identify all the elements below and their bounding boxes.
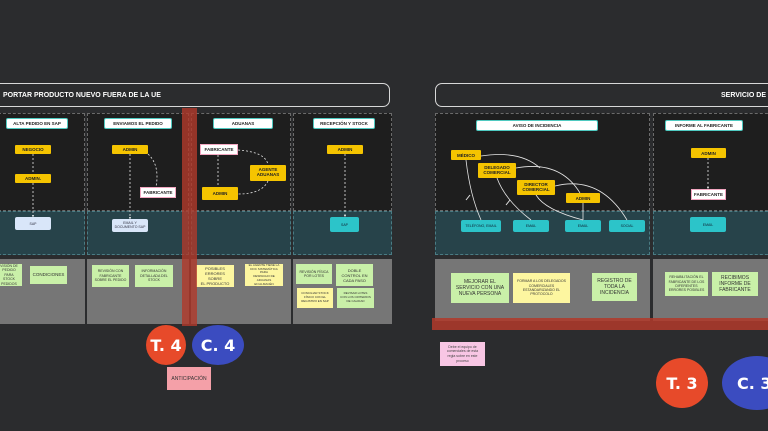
- link-medico-tel: [465, 159, 482, 221]
- system-email-r1: EMAIL: [513, 220, 549, 232]
- system-telefono-email: TELÉFONO, EMAIL: [461, 220, 501, 232]
- lane-title-informe: INFORME AL FABRICANTE: [665, 120, 743, 131]
- link-admin-fabricante: [147, 153, 158, 188]
- note-doble-control: DOBLE CONTROL EN CADA PASO: [336, 264, 373, 286]
- node-fabricante-2: FABRICANTE: [140, 187, 176, 198]
- right-section-title: SERVICIO DE: [435, 83, 768, 107]
- note-revision-fisica: REVISIÓN FÍSICA POR LOTES: [296, 264, 332, 284]
- left-section-title: PORTAR PRODUCTO NUEVO FUERA DE LA UE: [0, 83, 390, 107]
- note-vision-pedido: VISIÓN DE PEDIDO PARA STOCK PEDIDOS: [0, 264, 22, 286]
- node-admin-r2: ADMIN: [691, 148, 726, 158]
- highlight-horizontal-bar: [432, 318, 768, 330]
- lane-title-aduanas: ADUANAS: [213, 118, 273, 129]
- note-registro-incidencia: REGISTRO DE TODA LA INCIDENCIA: [592, 273, 637, 301]
- node-admin-r1: ADMIN: [566, 193, 600, 203]
- system-band-left-4: [293, 211, 392, 255]
- note-condiciones: CONDICIONES: [30, 266, 67, 284]
- edit-mark-1: [465, 194, 471, 201]
- badge-t-right: T. 3: [656, 358, 708, 408]
- system-email-r3: EMAIL: [690, 217, 726, 232]
- note-conciliar-stock: CONCILIAR STOCK FÍSICO CON EL REGISTRO E…: [297, 288, 333, 308]
- badge-c-left: C. 4: [192, 325, 244, 365]
- note-formar-delegados: FORMAR A LOS DELEGADOS COMERCIALES ESTAN…: [513, 273, 570, 303]
- lane-title-enviamos-pedido: ENVIAMOS EL PEDIDO: [104, 118, 172, 129]
- node-medico: MÉDICO: [451, 150, 481, 160]
- link-director-email: [535, 194, 584, 221]
- node-negocio: NEGOCIO: [15, 145, 51, 154]
- note-pink-comerciales: Debe el equipo de comerciales de esta re…: [440, 342, 485, 366]
- system-sap-4: SAP: [330, 217, 359, 232]
- link-delegado-email: [496, 177, 532, 221]
- highlight-vertical-bar: [182, 108, 197, 326]
- note-revisar-lotes: REVISAR LOTES CON LOS CRITERIOS DE CALID…: [337, 288, 374, 308]
- note-mejorar-servicio: MEJORAR EL SERVICIO CON UNA NUEVA PERSON…: [451, 273, 509, 303]
- node-admin-1: ADMIN.: [15, 174, 51, 183]
- lane-alta-pedido: [0, 113, 85, 211]
- edit-mark-2: [505, 199, 511, 206]
- badge-c-right-clip: C. 3: [722, 356, 768, 410]
- system-social: SOCIAL: [609, 220, 645, 232]
- note-rehabilitacion: REHABILITACIÓN EL FABRICANTE DE LOS DIFE…: [665, 272, 708, 296]
- link-director-social: [554, 183, 628, 221]
- lane-title-alta-pedido: ALTA PEDIDO EN SAP: [6, 118, 68, 129]
- lane-title-aviso: AVISO DE INCIDENCIA: [476, 120, 598, 131]
- note-agente-doc: EL AGENTE TIENE LA DOC SISTEMÁTICA PARA …: [245, 263, 283, 286]
- node-fabricante-r2: FABRICANTE: [691, 189, 726, 200]
- note-recibimos-informe: RECIBIMOS INFORME DE FABRICANTE: [712, 272, 758, 296]
- node-fabricante-3: FABRICANTE: [200, 144, 238, 155]
- note-posibles-errores: POSIBLES ERRORES SOBRE EL PRODUCTO: [196, 265, 234, 287]
- node-delegado: DELEGADO COMERCIAL: [478, 163, 516, 178]
- note-informacion-stock: INFORMACIÓN DETALLADA DEL STOCK: [135, 265, 173, 287]
- link-delegado-admin: [515, 166, 581, 194]
- system-email-r2: EMAIL: [565, 220, 601, 232]
- node-admin-2: ADMIN: [112, 145, 148, 154]
- node-agente-aduanas: AGENTE ADUANAS: [250, 165, 286, 181]
- tag-anticipacion: ANTICIPACIÓN: [167, 367, 211, 390]
- system-band-left-3: [191, 211, 291, 255]
- node-admin-4: ADMIN: [327, 145, 363, 154]
- badge-t-left: T. 4: [146, 325, 186, 365]
- lane-recepcion-stock: [293, 113, 392, 211]
- system-sap-1: SAP: [15, 217, 51, 230]
- link-fabricante-agente: [237, 149, 269, 166]
- node-director: DIRECTOR COMERCIAL: [517, 180, 555, 195]
- system-band-left-1: [0, 211, 85, 255]
- link-medico-arc: [480, 154, 541, 169]
- lane-title-recepcion: RECEPCIÓN Y STOCK: [313, 118, 375, 129]
- system-email-sap: EMAIL Y DOCUMENTO SAP: [112, 219, 148, 232]
- node-admin-3: ADMIN: [202, 187, 238, 200]
- system-band-right-1: [435, 211, 650, 255]
- note-revision-fabricante: REVISIÓN CON FABRICANTE SOBRE EL PEDIDO: [92, 265, 129, 287]
- link-agente-admin: [237, 180, 269, 195]
